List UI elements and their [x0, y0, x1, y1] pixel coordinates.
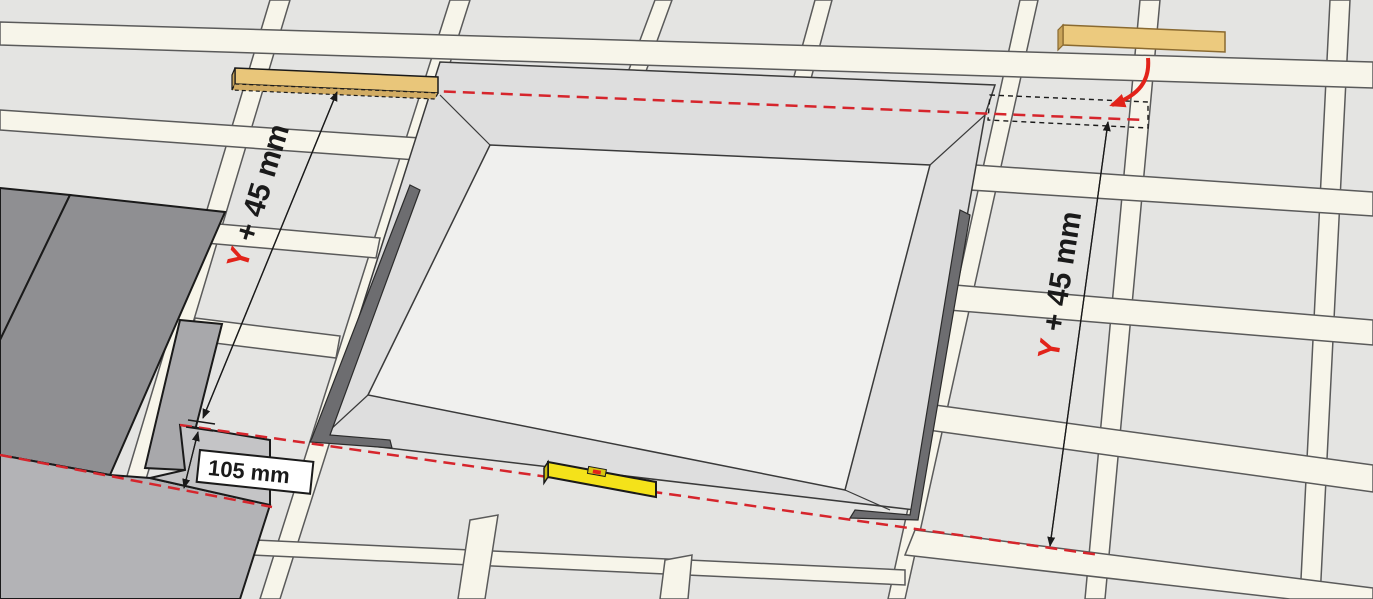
top-long-batten — [0, 21, 1373, 89]
batten-target-outline — [987, 94, 1149, 129]
side-flashings — [309, 184, 971, 521]
roof-cladding-sheets — [0, 186, 272, 599]
curved-arrow-icon — [1109, 57, 1151, 108]
spirit-level-icon — [543, 459, 657, 499]
new-batten-icon — [1057, 23, 1226, 53]
dimension-lines — [182, 91, 1111, 547]
window-opening — [319, 61, 997, 511]
label-105-mm: 105 mm — [195, 448, 315, 495]
label-y-plus-45-right: Y + 45 mm — [1032, 209, 1088, 361]
